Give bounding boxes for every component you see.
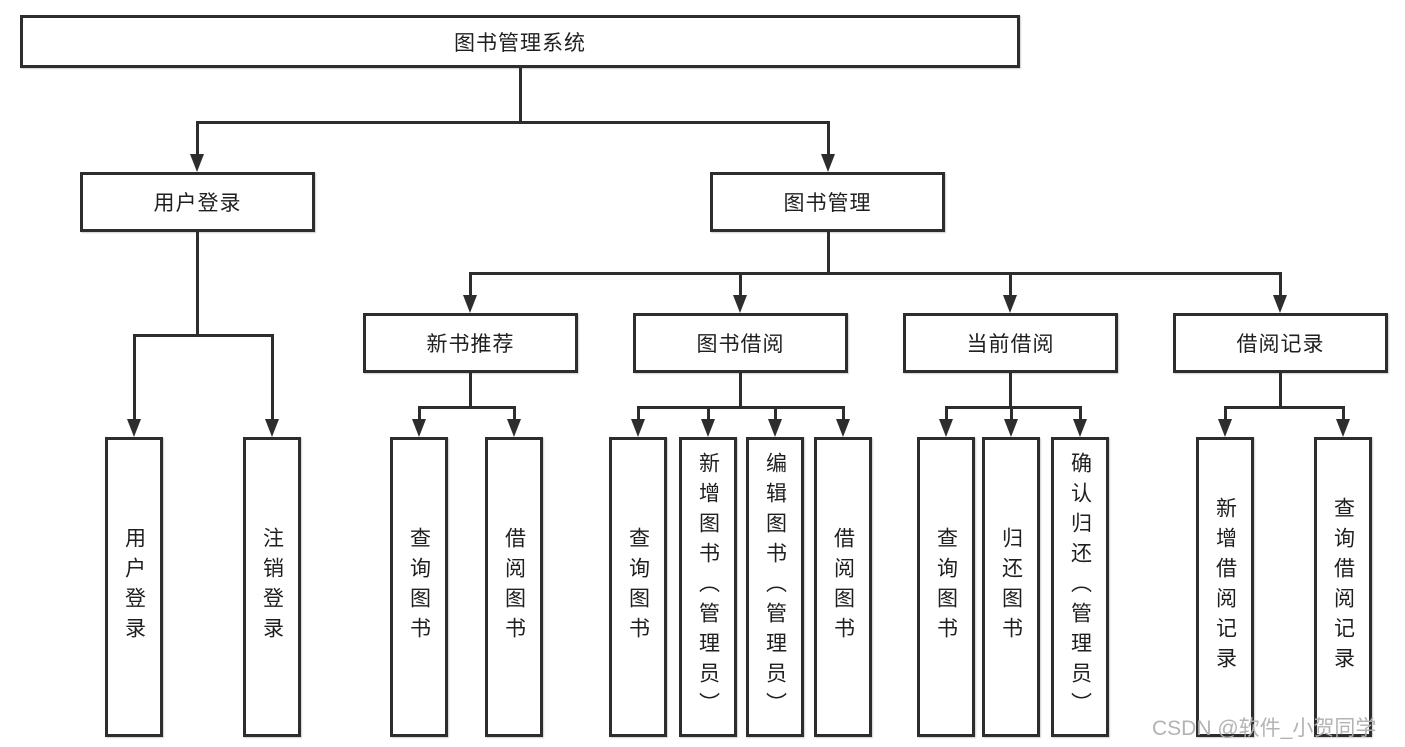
connector-stem-leaf: [1079, 406, 1082, 421]
leaf-query-books-recommend: 查询图书: [390, 437, 448, 737]
arrow-down-icon: [701, 419, 715, 437]
connector-book-borrow-bus: [637, 406, 845, 409]
connector-root-bus: [196, 121, 830, 124]
arrow-down-icon: [463, 295, 477, 313]
connector-stem-leaf: [418, 406, 421, 421]
arrow-down-icon: [190, 154, 204, 172]
connector-book-management-stem: [827, 232, 830, 274]
csdn-watermark: CSDN @软件_小贺同学: [1152, 717, 1377, 740]
leaf-borrow-books-borrow: 借阅图书: [814, 437, 872, 737]
leaf-add-book-admin: 新增图书（管理员）: [679, 437, 737, 737]
arrow-down-icon: [412, 419, 426, 437]
connector-stem-leaf: [1342, 406, 1345, 421]
connector-stem-leaf: [133, 334, 136, 421]
connector-stem-leaf: [637, 406, 640, 421]
connector-stem-level3: [739, 272, 742, 297]
arrow-down-icon: [1336, 419, 1350, 437]
leaf-borrow-books-recommend: 借阅图书: [485, 437, 543, 737]
connector-stem-level3: [1009, 272, 1012, 297]
arrow-down-icon: [939, 419, 953, 437]
arrow-down-icon: [265, 419, 279, 437]
leaf-query-borrow-record: 查询借阅记录: [1314, 437, 1372, 737]
connector-stem-level3: [469, 272, 472, 297]
connector-stem-leaf: [1010, 406, 1013, 421]
connector-stem-level3: [1279, 272, 1282, 297]
connector-borrow-records-bus: [1224, 406, 1345, 409]
arrow-down-icon: [1273, 295, 1287, 313]
arrow-down-icon: [631, 419, 645, 437]
arrow-down-icon: [127, 419, 141, 437]
connector-stem-leaf: [271, 334, 274, 421]
connector-current-borrow-bus: [945, 406, 1082, 409]
arrow-down-icon: [1073, 419, 1087, 437]
leaf-query-books-current: 查询图书: [917, 437, 975, 737]
leaf-query-books-borrow: 查询图书: [609, 437, 667, 737]
connector-stem-leaf: [707, 406, 710, 421]
connector-user-login-stem: [196, 232, 199, 336]
connector-book-management-bus: [469, 272, 1282, 275]
arrow-down-icon: [1004, 419, 1018, 437]
arrow-down-icon: [768, 419, 782, 437]
arrow-down-icon: [1218, 419, 1232, 437]
node-current-borrow: 当前借阅: [903, 313, 1118, 373]
arrow-down-icon: [733, 295, 747, 313]
connector-stem-leaf: [842, 406, 845, 421]
leaf-confirm-return-admin: 确认归还（管理员）: [1051, 437, 1109, 737]
arrow-down-icon: [836, 419, 850, 437]
node-user-login: 用户登录: [80, 172, 315, 232]
connector-stem-leaf: [774, 406, 777, 421]
leaf-return-book: 归还图书: [982, 437, 1040, 737]
arrow-down-icon: [507, 419, 521, 437]
connector-book-borrow-stem: [739, 373, 742, 408]
leaf-logout: 注销登录: [243, 437, 301, 737]
connector-stem-user-login: [196, 121, 199, 156]
arrow-down-icon: [1003, 295, 1017, 313]
connector-borrow-records-stem: [1279, 373, 1282, 408]
connector-user-login-bus: [133, 334, 274, 337]
leaf-user-login: 用户登录: [105, 437, 163, 737]
connector-current-borrow-stem: [1009, 373, 1012, 408]
leaf-add-borrow-record: 新增借阅记录: [1196, 437, 1254, 737]
leaf-edit-book-admin: 编辑图书（管理员）: [746, 437, 804, 737]
connector-stem-book-management: [827, 121, 830, 156]
node-book-borrow: 图书借阅: [633, 313, 848, 373]
connector-root-stem: [519, 68, 522, 122]
connector-recommend-bus: [418, 406, 516, 409]
connector-stem-leaf: [513, 406, 516, 421]
arrow-down-icon: [821, 154, 835, 172]
connector-stem-leaf: [945, 406, 948, 421]
connector-recommend-stem: [469, 373, 472, 408]
connector-stem-leaf: [1224, 406, 1227, 421]
node-borrow-records: 借阅记录: [1173, 313, 1388, 373]
node-root: 图书管理系统: [20, 15, 1020, 68]
node-new-book-recommend: 新书推荐: [363, 313, 578, 373]
node-book-management: 图书管理: [710, 172, 945, 232]
